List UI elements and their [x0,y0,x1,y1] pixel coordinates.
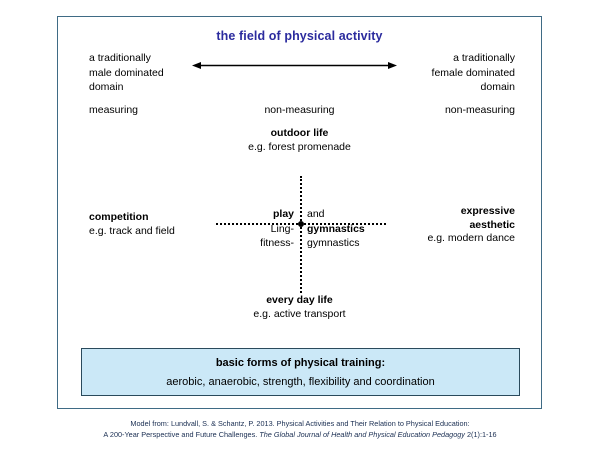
basic-forms-title: basic forms of physical training: [215,356,386,369]
node-expressive-aesthetic-title: expressive aesthetic [460,205,515,231]
center-cluster: play Ling- fitness- and gymnastics gymna… [58,207,541,267]
node-competition: competition e.g. track and field [89,211,175,238]
node-outdoor-life-title: outdoor life [270,127,329,139]
axis-label-female-domain: a traditionally female dominated domain [431,52,515,93]
node-expressive-aesthetic-example: e.g. modern dance [427,232,515,244]
basic-forms-box: basic forms of physical training: aerobi… [81,348,520,396]
node-outdoor-life: outdoor life e.g. forest promenade [58,127,541,154]
page-title: the field of physical activity [216,29,383,43]
node-competition-example: e.g. track and field [89,224,175,237]
measuring-label-right: non-measuring [444,104,515,116]
center-right-column: and gymnastics gymnastics [307,207,365,251]
citation: Model from: Lundvall, S. & Schantz, P. 2… [0,418,600,440]
diagram-frame: the field of physical activity a traditi… [57,16,542,409]
node-competition-title: competition [89,211,149,223]
citation-line-1: Model from: Lundvall, S. & Schantz, P. 2… [130,419,470,428]
citation-line-2: A 200-Year Perspective and Future Challe… [0,429,600,440]
double-headed-horizontal-arrow-icon [192,62,397,69]
axis-origin-dot [297,220,304,227]
citation-line-2-suffix: 2(1):1-16 [464,430,497,439]
axis-label-male-domain: a traditionally male dominated domain [89,52,164,93]
center-left-column: play Ling- fitness- [260,207,294,251]
node-every-day-life: every day life e.g. active transport [58,294,541,321]
center-label-fitness: fitness- [260,237,294,249]
measuring-label-left: measuring [89,104,139,116]
node-outdoor-life-example: e.g. forest promenade [248,140,351,153]
center-label-gymnastics-bold: gymnastics [307,222,365,235]
measuring-label-center: non-measuring [264,104,335,116]
node-every-day-life-example: e.g. active transport [253,307,346,320]
center-label-gymnastics: gymnastics [307,237,360,249]
center-label-and: and [307,208,325,220]
basic-forms-list: aerobic, anaerobic, strength, flexibilit… [166,375,435,388]
citation-line-2-prefix: A 200-Year Perspective and Future Challe… [103,430,260,439]
dotted-axis-vertical [300,176,302,293]
center-label-ling: Ling- [270,222,294,235]
node-expressive-aesthetic: expressive aesthetic e.g. modern dance [427,205,515,246]
node-every-day-life-title: every day life [266,294,333,306]
citation-journal-name: The Global Journal of Health and Physica… [259,430,465,439]
center-label-play: play [272,208,294,220]
